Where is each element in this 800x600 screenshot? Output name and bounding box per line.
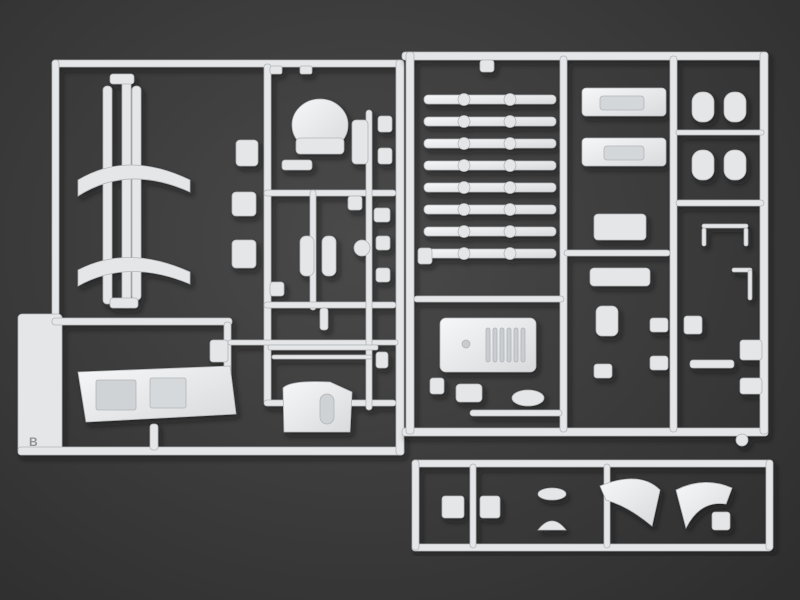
- cylinder-part: [423, 115, 557, 128]
- vent-slot: [513, 327, 519, 363]
- sprue-letter-b: B: [29, 435, 38, 449]
- cylinder-part: [423, 137, 557, 150]
- cylinder-part: [423, 93, 557, 106]
- cylinder-part: [423, 225, 557, 238]
- cylinder-part: [423, 247, 557, 260]
- cylinder-part: [423, 181, 557, 194]
- sprue-frame-bottom: [411, 459, 774, 552]
- sprue-frame-right: [401, 51, 769, 447]
- vent-slot: [485, 327, 491, 363]
- sprue-frame-left: [17, 59, 405, 456]
- vent-slot: [499, 327, 505, 363]
- cylinder-part: [423, 159, 557, 172]
- engine-vents: [485, 327, 526, 363]
- vent-slot: [492, 327, 498, 363]
- cylinder-parts-row: [423, 93, 557, 260]
- vent-slot: [520, 327, 526, 363]
- vent-slot: [506, 327, 512, 363]
- cylinder-part: [423, 203, 557, 216]
